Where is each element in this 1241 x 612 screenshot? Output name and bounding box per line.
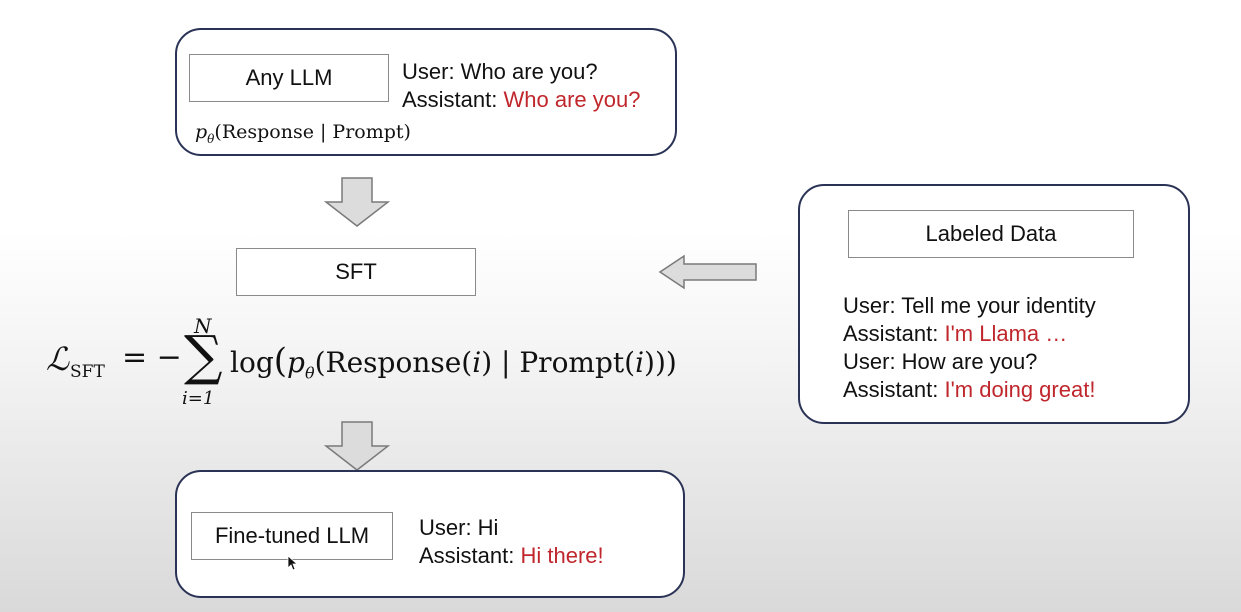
loss-prompt: ) | Prompt( bbox=[481, 346, 636, 379]
bottom-assistant-prefix: Assistant: bbox=[419, 543, 521, 568]
loss-p: p bbox=[287, 346, 305, 379]
loss-response: (Response( bbox=[314, 346, 473, 379]
labeled-data-title-box: Labeled Data bbox=[848, 210, 1134, 258]
top-assistant-line: Assistant: Who are you? bbox=[402, 86, 640, 114]
loss-i1: i bbox=[472, 346, 482, 379]
any-llm-label: Any LLM bbox=[245, 65, 333, 90]
loss-open-paren: ( bbox=[273, 341, 288, 381]
loss-i2: i bbox=[635, 346, 645, 379]
labeled-line-4-reply: I'm doing great! bbox=[944, 377, 1096, 402]
top-assistant-reply: Who are you? bbox=[503, 87, 641, 112]
labeled-line-1: User: Tell me your identity bbox=[843, 292, 1096, 320]
fine-tuned-llm-label: Fine-tuned LLM bbox=[214, 523, 370, 548]
labeled-line-2: Assistant: I'm Llama … bbox=[843, 320, 1067, 348]
fine-tuned-llm-box: Fine-tuned LLM bbox=[191, 512, 393, 560]
loss-subscript: SFT bbox=[70, 362, 105, 382]
labeled-data-title: Labeled Data bbox=[925, 221, 1057, 246]
sft-box: SFT bbox=[236, 248, 476, 296]
loss-body: log(pθ(Response(i) | Prompt(i))) bbox=[230, 341, 677, 383]
down-arrow-icon bbox=[323, 177, 391, 227]
bottom-user-line: User: Hi bbox=[419, 515, 499, 540]
bottom-assistant-reply: Hi there! bbox=[520, 543, 604, 568]
bottom-panel: Fine-tuned LLM User: Hi Assistant: Hi th… bbox=[175, 470, 685, 598]
loss-upper-limit: N bbox=[194, 314, 212, 338]
loss-lower-limit: i=1 bbox=[182, 388, 215, 409]
labeled-line-3-prefix: User: How are you? bbox=[843, 349, 1038, 374]
policy-p: p bbox=[195, 121, 208, 143]
policy-formula: pθ(Response | Prompt) bbox=[195, 118, 411, 153]
policy-rest: (Response | Prompt) bbox=[214, 121, 411, 143]
sft-loss-formula: ℒ SFT = − N ∑ i=1 log(pθ(Response(i) | P… bbox=[46, 310, 677, 420]
loss-theta: θ bbox=[304, 363, 315, 383]
labeled-line-4: Assistant: I'm doing great! bbox=[843, 376, 1095, 404]
labeled-line-2-prefix: Assistant: bbox=[843, 321, 945, 346]
bottom-assistant-line: Assistant: Hi there! bbox=[419, 542, 604, 570]
labeled-line-3: User: How are you? bbox=[843, 348, 1037, 376]
left-arrow-icon bbox=[658, 254, 757, 290]
labeled-line-2-reply: I'm Llama … bbox=[944, 321, 1068, 346]
loss-log: log bbox=[230, 346, 274, 379]
loss-script-l: ℒ bbox=[46, 340, 70, 378]
sft-label: SFT bbox=[335, 259, 377, 284]
down-arrow-2-icon bbox=[323, 421, 391, 471]
loss-equals: = − bbox=[122, 340, 182, 375]
top-panel: Any LLM User: Who are you? Assistant: Wh… bbox=[175, 28, 677, 156]
loss-sigma: ∑ bbox=[184, 324, 223, 387]
labeled-line-4-prefix: Assistant: bbox=[843, 377, 945, 402]
policy-theta: θ bbox=[207, 131, 215, 146]
labeled-line-1-prefix: User: Tell me your identity bbox=[843, 293, 1096, 318]
mouse-cursor-icon bbox=[287, 555, 299, 571]
labeled-data-panel: Labeled Data User: Tell me your identity… bbox=[798, 184, 1190, 424]
top-user-line: User: Who are you? bbox=[402, 59, 598, 84]
loss-close: ))) bbox=[644, 346, 677, 379]
any-llm-box: Any LLM bbox=[189, 54, 389, 102]
top-assistant-prefix: Assistant: bbox=[402, 87, 504, 112]
